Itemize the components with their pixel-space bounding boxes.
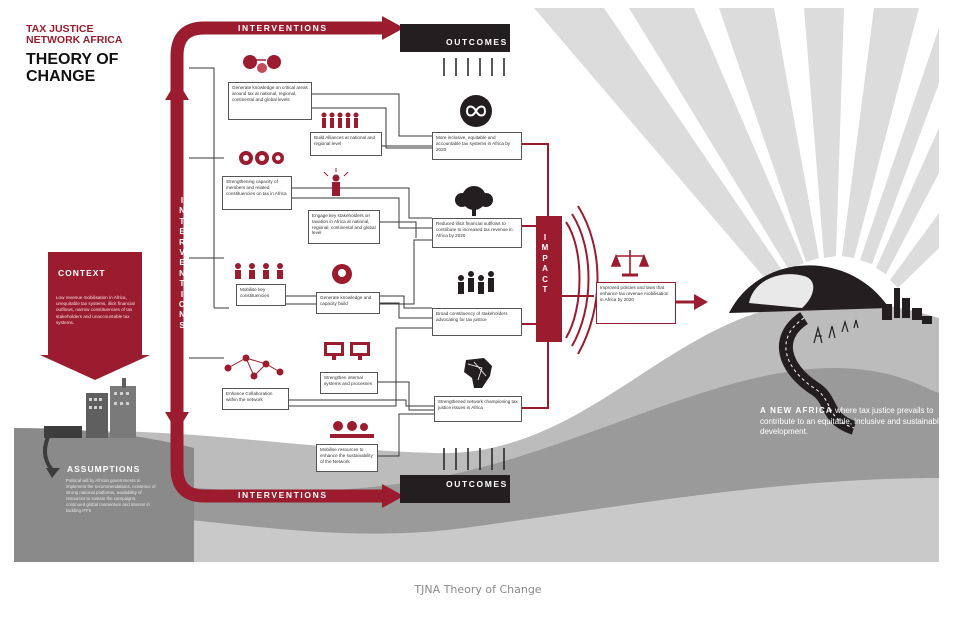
hill-front — [14, 478, 939, 562]
intervention-box: Engage key stakeholders on taxation in A… — [308, 210, 380, 244]
org-name-line1: TAX JUSTICE — [26, 23, 94, 35]
new-africa-body: where tax justice prevails to contribute… — [760, 406, 939, 436]
assumptions-panel — [43, 432, 158, 556]
intervention-box: Strengthening capacity of members and re… — [222, 176, 292, 210]
outcome-arrows-up — [443, 448, 505, 470]
conveyor-icon — [330, 421, 374, 438]
org-name: TAX JUSTICE NETWORK AFRICA — [26, 24, 156, 46]
interventions-label-bottom: INTERVENTIONS — [238, 490, 328, 500]
intervention-box: Enhance Collaboration within the network — [222, 388, 289, 410]
new-africa-text: A NEW AFRICA where tax justice prevails … — [760, 406, 939, 438]
outcomes-bar-bottom — [400, 475, 510, 503]
building-windows — [89, 392, 129, 409]
intervention-box: Build Alliances at national and regional… — [310, 132, 382, 156]
crowd-icon — [458, 271, 494, 294]
intervention-box: Mobilise key constituencies — [236, 284, 286, 306]
assumptions-body: Political will by African governments to… — [66, 478, 156, 514]
sun-rays — [534, 8, 939, 288]
outcomes-label-bottom: OUTCOMES — [446, 479, 508, 489]
impact-block — [536, 205, 599, 355]
brain-gears-icon — [243, 55, 281, 73]
title-line2: CHANGE — [26, 68, 96, 85]
diagram-canvas — [14, 8, 939, 562]
money-tree-icon — [455, 186, 493, 216]
figure-caption: TJNA Theory of Change — [414, 583, 542, 596]
interventions-loop — [165, 16, 404, 508]
assumptions-title: ASSUMPTIONS — [67, 464, 141, 474]
head-bulb-icon — [332, 264, 352, 284]
context-panel — [40, 252, 150, 380]
monitors-icon — [324, 342, 370, 360]
interventions-label-top: INTERVENTIONS — [238, 23, 328, 33]
outcomes-bar-top — [400, 24, 510, 52]
people-group-icon — [321, 112, 359, 128]
speaker-icon — [323, 168, 349, 196]
outcome-box: Strengthened network championing tax jus… — [434, 396, 522, 422]
outcomes-label-top: OUTCOMES — [446, 37, 508, 47]
org-name-line2: NETWORK AFRICA — [26, 34, 123, 46]
africa-network-icon — [464, 358, 492, 388]
africa-sunrise-icon — [729, 265, 932, 435]
head-gears-icon — [239, 151, 284, 165]
intervention-box: Mobilise resources to enhance the sustai… — [316, 444, 378, 472]
intervention-box: Generate knowledge and capacity build — [316, 292, 380, 314]
network-icon — [224, 354, 284, 380]
context-body: Low revenue mobilisation in Africa, uneq… — [56, 295, 135, 325]
intervention-box: Strengthen internal systems and processe… — [320, 372, 378, 394]
infinity-icon — [460, 95, 492, 127]
intervention-box: Generate knowledge on critical areas aro… — [228, 82, 312, 120]
outcome-box: More inclusive, equitable and accountabl… — [432, 132, 522, 160]
theory-of-change-figure: TAX JUSTICE NETWORK AFRICA THEORY OF CHA… — [14, 8, 939, 562]
outcome-arrows-down — [443, 58, 505, 76]
new-africa-lead: A NEW AFRICA — [760, 406, 833, 415]
scales-icon — [610, 250, 650, 277]
impact-box: Improved policies and laws that enhance … — [596, 282, 676, 324]
context-title: CONTEXT — [58, 268, 106, 278]
page-title: THEORY OF CHANGE — [26, 51, 166, 85]
people-network-icon — [235, 263, 283, 279]
outcome-box: Broad constituency of stakeholders advoc… — [432, 308, 522, 336]
title-line1: THEORY OF — [26, 51, 119, 68]
impact-arrow — [676, 294, 708, 310]
outcome-box: Reduced illicit financial outflows to co… — [432, 218, 522, 248]
